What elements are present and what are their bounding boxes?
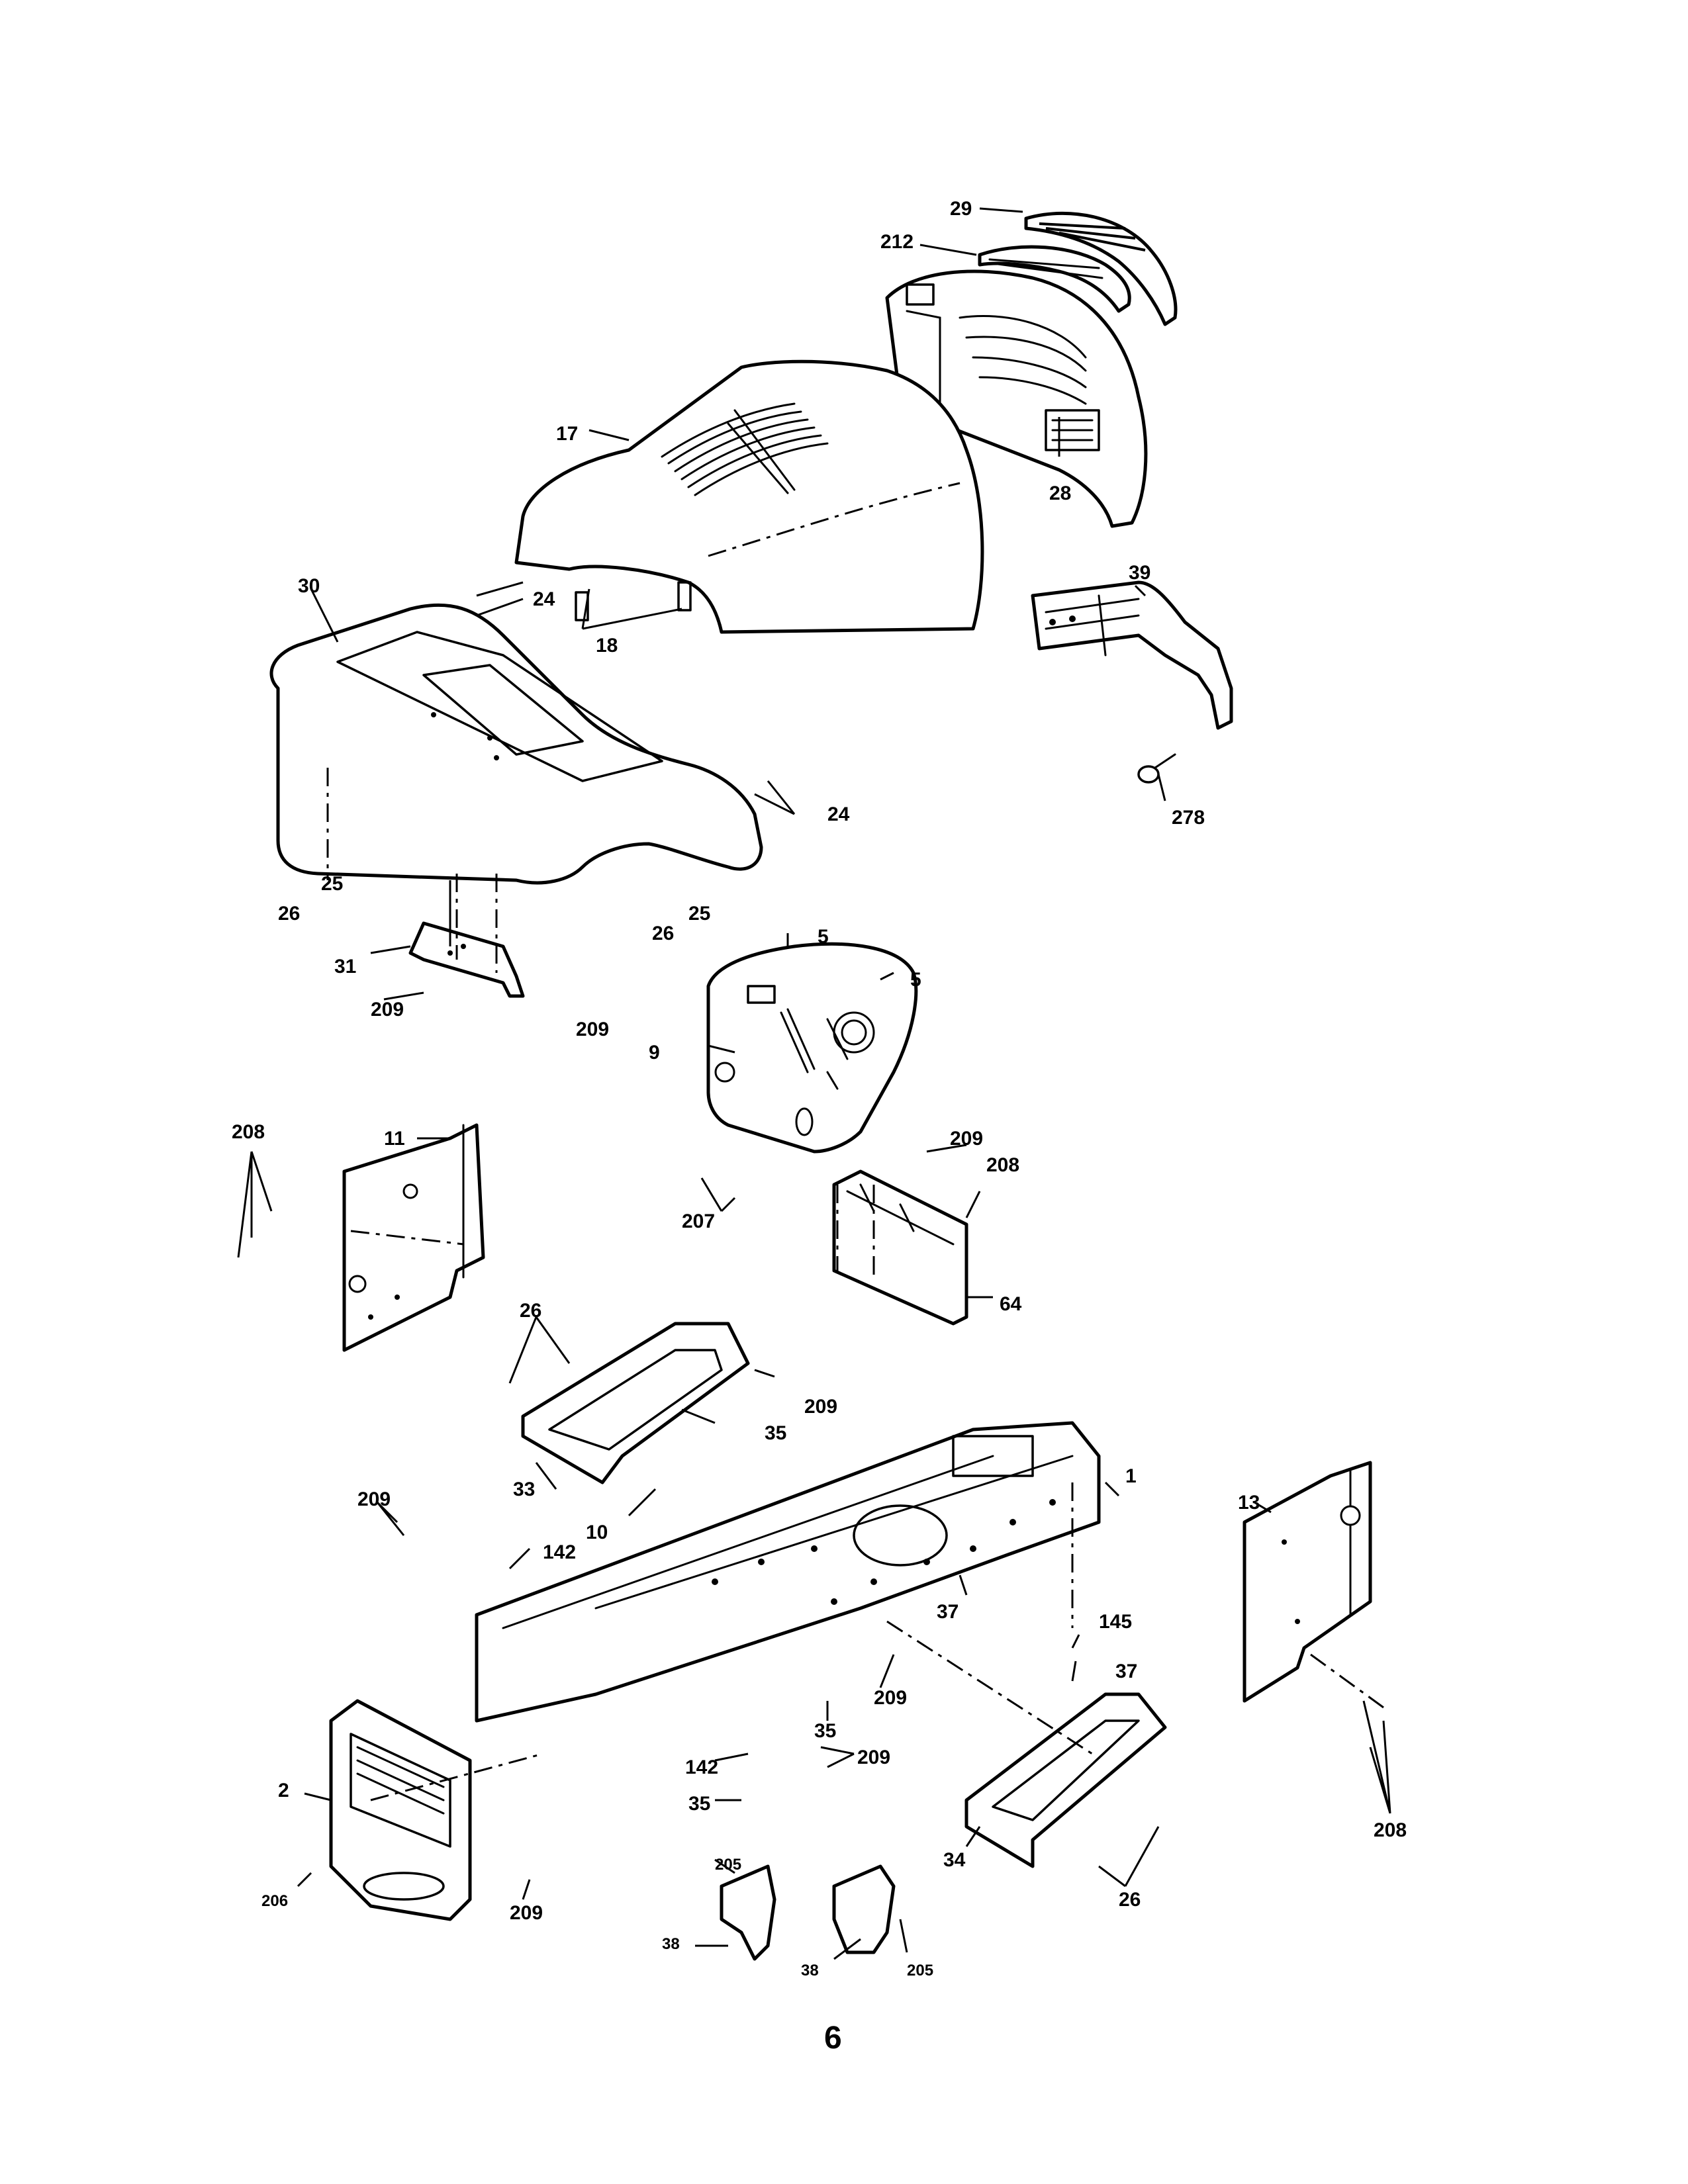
- callout-29: 29: [950, 198, 972, 220]
- callout-208: 208: [986, 1154, 1019, 1176]
- callout-18: 18: [596, 635, 618, 657]
- callout-33: 33: [513, 1479, 535, 1500]
- callout-39: 39: [1129, 562, 1150, 584]
- callout-10: 10: [586, 1522, 608, 1543]
- part-29-hood-trim: [1024, 211, 1178, 326]
- callout-24: 24: [827, 803, 850, 825]
- callout-205: 205: [907, 1962, 933, 1979]
- part-9-dash-panel: [706, 942, 918, 1154]
- callout-212: 212: [880, 231, 914, 253]
- part-33-footrest-left: [521, 1322, 750, 1484]
- part-38-bracket-right: [832, 1864, 896, 1954]
- callout-9: 9: [649, 1042, 660, 1064]
- callout-labels: 29 212 17 28 30 24 18 39 24 25 26 26 25 …: [232, 198, 1407, 1979]
- callout-35: 35: [814, 1720, 836, 1742]
- callout-5: 5: [910, 969, 921, 991]
- callout-1: 1: [1125, 1465, 1137, 1487]
- callout-34: 34: [943, 1849, 966, 1871]
- callout-28: 28: [1049, 482, 1071, 504]
- part-30-fender: [269, 603, 763, 885]
- callout-25: 25: [321, 873, 343, 895]
- part-39-bracket: [1031, 580, 1233, 730]
- callout-209: 209: [357, 1488, 391, 1510]
- callout-278: 278: [1172, 807, 1205, 829]
- part-34-footrest-right: [964, 1692, 1167, 1868]
- callout-38: 38: [801, 1962, 819, 1979]
- part-278-bolt: [1137, 753, 1176, 784]
- callout-142: 142: [685, 1756, 718, 1778]
- callout-205: 205: [715, 1856, 741, 1874]
- callout-5: 5: [818, 926, 829, 948]
- part-64-tray: [832, 1169, 968, 1326]
- callout-208: 208: [232, 1121, 265, 1143]
- callout-35: 35: [765, 1422, 786, 1444]
- callout-38: 38: [662, 1935, 680, 1953]
- callout-207: 207: [682, 1210, 715, 1232]
- callout-25: 25: [688, 903, 710, 925]
- callout-37: 37: [1115, 1661, 1137, 1682]
- callout-209: 209: [804, 1396, 837, 1418]
- callout-209: 209: [857, 1747, 890, 1768]
- part-2-front-panel: [329, 1699, 472, 1921]
- callout-26: 26: [1119, 1889, 1141, 1911]
- callout-206: 206: [261, 1892, 288, 1910]
- callout-145: 145: [1099, 1611, 1132, 1633]
- callout-208: 208: [1374, 1819, 1407, 1841]
- callout-209: 209: [576, 1019, 609, 1040]
- page-number: 6: [824, 2021, 842, 2056]
- callout-30: 30: [298, 575, 320, 597]
- part-28-grille: [885, 269, 1148, 528]
- callout-209: 209: [510, 1902, 543, 1924]
- callout-26: 26: [520, 1300, 541, 1322]
- part-13-side-panel: [1243, 1461, 1372, 1703]
- part-212-trim-insert: [978, 245, 1131, 313]
- callout-13: 13: [1238, 1492, 1260, 1514]
- callout-24: 24: [533, 588, 555, 610]
- part-38-bracket-left: [720, 1864, 776, 1961]
- callout-209: 209: [874, 1687, 907, 1709]
- assembly-lines: [326, 768, 1384, 1801]
- part-18-pads: [575, 581, 692, 621]
- callout-35: 35: [688, 1793, 710, 1815]
- callout-209: 209: [950, 1128, 983, 1150]
- callout-26: 26: [278, 903, 300, 925]
- callout-37: 37: [937, 1601, 959, 1623]
- callout-31: 31: [334, 956, 356, 978]
- callout-64: 64: [1000, 1293, 1022, 1315]
- leader-lines: [237, 207, 1391, 1960]
- callout-2: 2: [278, 1780, 289, 1801]
- callout-17: 17: [556, 423, 578, 445]
- callout-11: 11: [384, 1128, 405, 1150]
- callout-209: 209: [371, 999, 404, 1021]
- part-1-frame: [475, 1421, 1101, 1723]
- part-31-bracket: [408, 921, 525, 998]
- callout-142: 142: [543, 1541, 576, 1563]
- callout-26: 26: [652, 923, 674, 944]
